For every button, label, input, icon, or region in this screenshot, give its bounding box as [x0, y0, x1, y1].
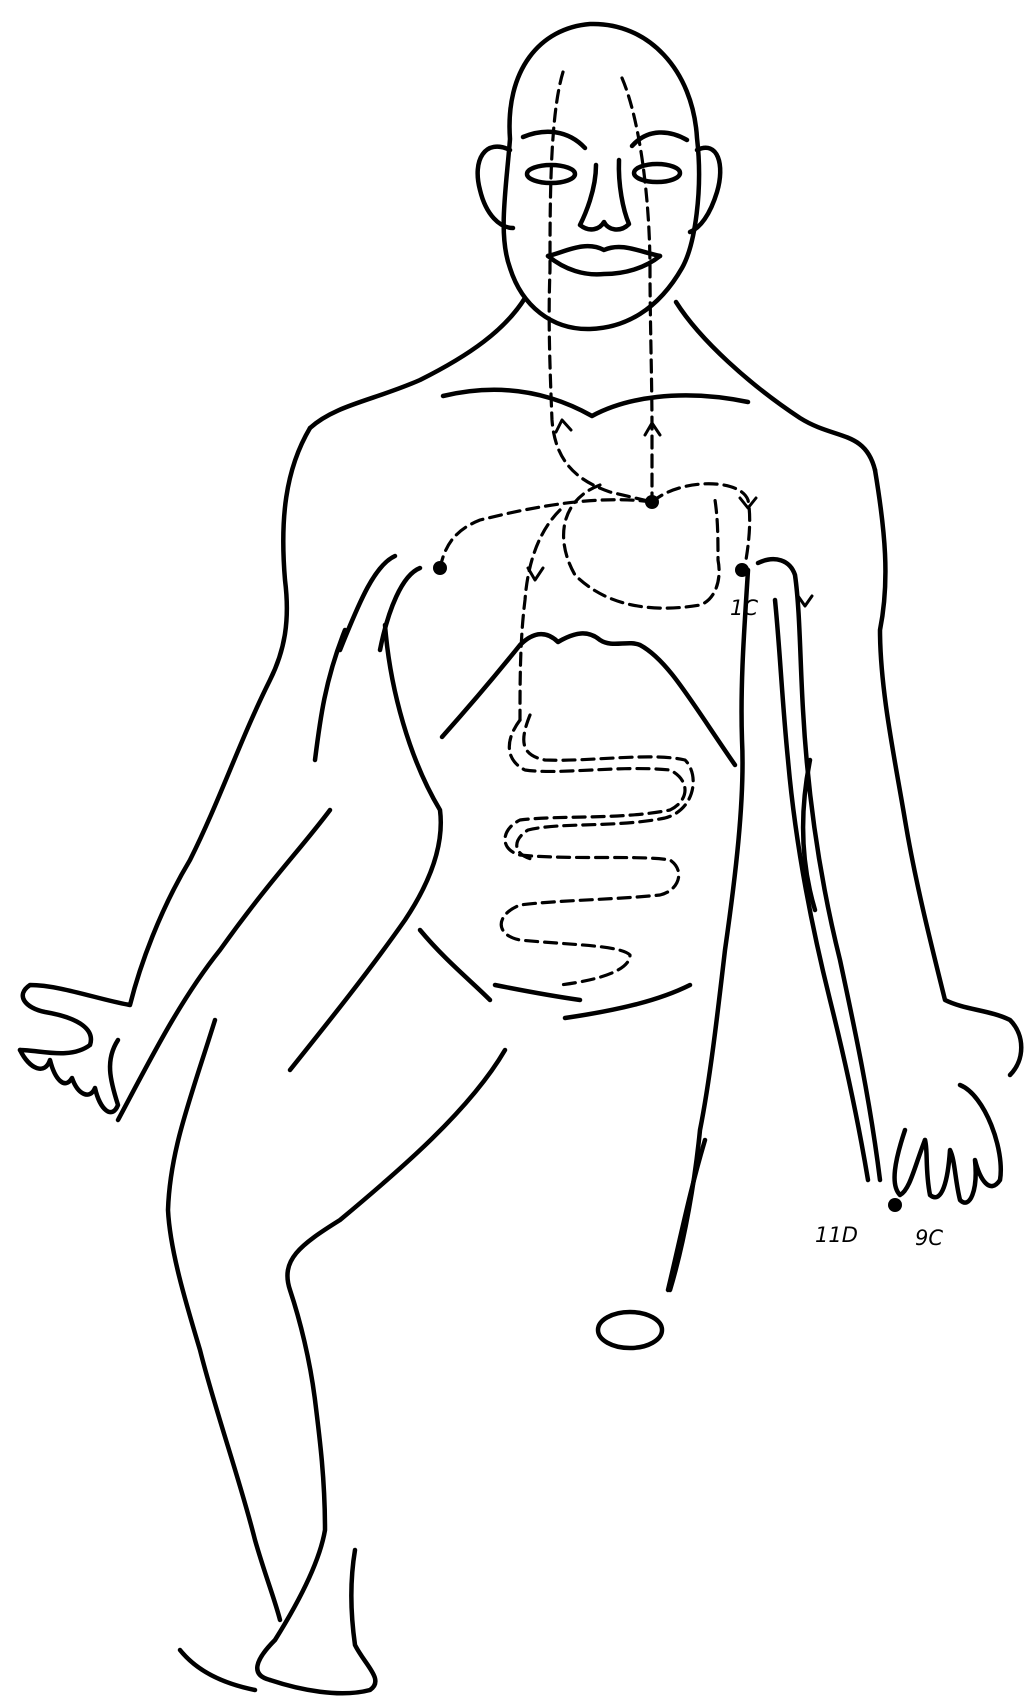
right-flank — [670, 570, 748, 1290]
mouth-upper — [548, 246, 660, 256]
left-leg-outer — [257, 1050, 505, 1680]
label-11d: 11D — [815, 1223, 858, 1247]
body-outline — [20, 24, 1021, 1693]
right-knee-oval — [598, 1312, 662, 1348]
left-forearm-inner — [118, 810, 330, 1120]
chest-dashed-loop — [652, 484, 750, 565]
stomach-dashed-shape — [564, 485, 720, 608]
neck-left — [310, 298, 525, 428]
right-eye — [634, 164, 680, 182]
mouth-lower — [548, 256, 660, 274]
navel-line-left — [420, 930, 490, 1000]
navel-line-right — [565, 985, 690, 1018]
right-shoulder-arm-outer — [875, 470, 1021, 1075]
rib-arch — [442, 633, 735, 765]
point-11d — [888, 1198, 902, 1212]
left-shoulder-arm-outer — [20, 428, 310, 1053]
arm-channel-outer — [758, 559, 880, 1180]
arrow-arm-down — [798, 596, 812, 606]
neck-right — [676, 302, 875, 470]
arrow-chest-left — [556, 420, 571, 432]
point-chest-center — [645, 495, 659, 509]
chest-dashed-left-branch — [440, 500, 652, 568]
right-thumb — [895, 1130, 925, 1195]
point-labels: 1C 11D 9C — [730, 596, 943, 1250]
right-leg-line — [668, 1140, 705, 1290]
point-left-shoulder — [433, 561, 447, 575]
label-1c: 1C — [730, 596, 758, 620]
arm-channel — [758, 559, 880, 1180]
stomach-to-intestine — [520, 510, 560, 720]
head-outline — [504, 24, 699, 329]
intestine-coil-outer — [517, 715, 693, 860]
nose — [580, 160, 629, 230]
arrow-stomach-down — [528, 568, 543, 580]
pelvis-line — [495, 985, 580, 1000]
label-9c: 9C — [915, 1226, 943, 1250]
point-1c — [735, 563, 749, 577]
foot-left-edge — [180, 1650, 255, 1690]
acupoints — [433, 495, 902, 1212]
direction-arrows — [528, 420, 812, 606]
left-leg-inner — [168, 1020, 280, 1620]
arm-channel-inner — [775, 600, 868, 1180]
left-flank — [290, 625, 441, 1070]
collarbone — [443, 390, 748, 416]
right-hand-fingers — [925, 1085, 1001, 1203]
